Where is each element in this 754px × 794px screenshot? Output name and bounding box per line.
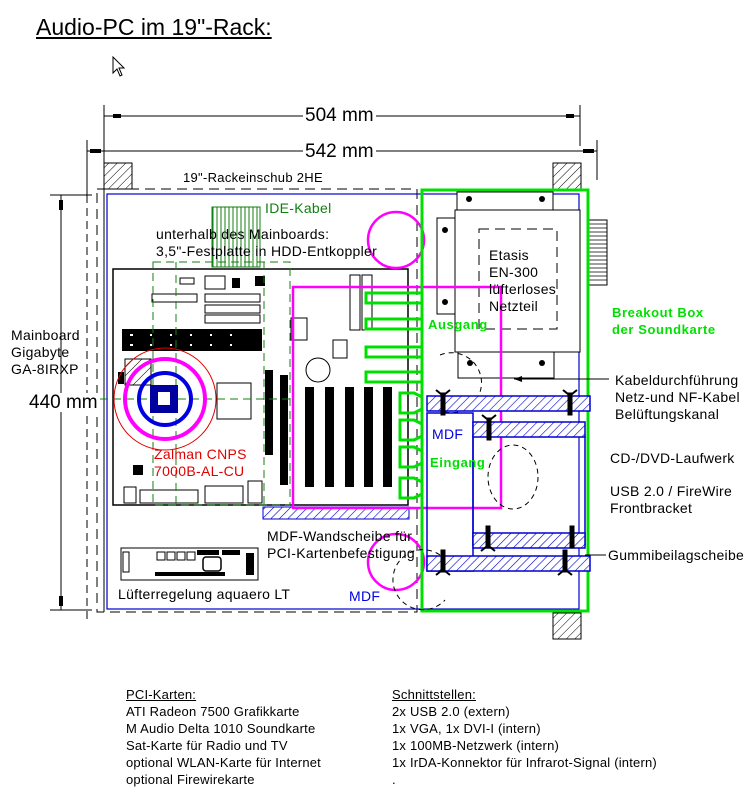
mdf-wall-label-line: PCI-Kartenbefestigung <box>267 545 415 561</box>
cooler-label-line: Zalman CNPS <box>154 446 247 462</box>
cable-pass-label-line: Kabeldurchführung <box>615 372 739 388</box>
psu-label-line: Etasis <box>489 247 529 263</box>
input-connectors <box>398 391 423 500</box>
mdf-bottom-label: MDF <box>349 588 381 604</box>
cable-pass-label-line: Netz-und NF-Kabel <box>615 389 740 405</box>
aquaero-board <box>120 547 259 581</box>
pci-cards-list: PCI-Karten: ATI Radeon 7500 Grafikkarte … <box>126 686 321 788</box>
psu-label-line: Netzteil <box>489 298 539 314</box>
psu-label-line: lüfterloses <box>489 281 557 297</box>
output-connectors <box>364 291 424 384</box>
interface-item: . <box>392 772 396 787</box>
psu-label: Etasis EN-300 lüfterloses Netzteil <box>489 247 556 315</box>
interfaces-heading: Schnittstellen: <box>392 687 476 702</box>
rubber-washer-label: Gummibeilagscheibe <box>608 547 745 563</box>
rack-drawer-label: 19"-Rackeinschub 2HE <box>183 170 323 185</box>
output-label: Ausgang <box>428 317 488 332</box>
psu-vent-grill <box>586 219 608 286</box>
dimension-440-label: 440 mm <box>27 392 100 413</box>
page-title: Audio-PC im 19"-Rack: <box>36 14 272 40</box>
dimension-504-label: 504 mm <box>303 105 376 126</box>
mdf-wall-label-line: MDF-Wandscheibe für <box>267 528 413 544</box>
ide-cable-label: IDE-Kabel <box>265 200 332 216</box>
interface-item: 1x VGA, 1x DVI-I (intern) <box>392 721 541 736</box>
fan-control-label: Lüfterregelung aquaero LT <box>118 586 291 602</box>
rack-ear-bottom-right <box>552 612 582 640</box>
mdf-wall <box>262 506 410 520</box>
mdf-rail-4 <box>426 555 591 572</box>
interface-item: 2x USB 2.0 (extern) <box>392 704 510 719</box>
mainboard-label: Mainboard Gigabyte GA-8IRXP <box>11 327 80 378</box>
mdf-rail-1 <box>426 395 591 412</box>
frontbracket-label: USB 2.0 / FireWire Frontbracket <box>610 483 732 517</box>
mouse-cursor-icon <box>112 56 126 77</box>
mainboard-label-line: Mainboard <box>11 327 80 343</box>
frontbracket-label-line: USB 2.0 / FireWire <box>610 483 733 499</box>
mdf-label: MDF <box>432 426 464 442</box>
input-label: Eingang <box>430 455 486 470</box>
pci-card-item: ATI Radeon 7500 Grafikkarte <box>126 704 300 719</box>
mainboard-label-line: GA-8IRXP <box>11 361 79 377</box>
psu-label-line: EN-300 <box>489 264 539 280</box>
wing-screws <box>435 389 578 576</box>
frontbracket-label-line: Frontbracket <box>610 500 693 516</box>
rack-ear-top-right <box>552 162 582 190</box>
dimension-542-label: 542 mm <box>303 141 376 162</box>
breakout-box-label: Breakout Box der Soundkarte <box>612 304 716 338</box>
hdd-note-line2: 3,5"-Festplatte in HDD-Entkoppler <box>156 243 378 259</box>
interfaces-list: Schnittstellen: 2x USB 2.0 (extern) 1x V… <box>392 686 657 788</box>
interface-item: 1x IrDA-Konnektor für Infrarot-Signal (i… <box>392 755 657 770</box>
cable-pass-label-line: Belüftungskanal <box>615 406 720 422</box>
mainboard-label-line: Gigabyte <box>11 344 70 360</box>
cooler-label: Zalman CNPS 7000B-AL-CU <box>154 446 247 480</box>
pci-card-item: Sat-Karte für Radio und TV <box>126 738 288 753</box>
magenta-circle-top <box>366 210 426 270</box>
mdf-rail-3 <box>472 532 586 549</box>
mdf-wall-label: MDF-Wandscheibe für PCI-Kartenbefestigun… <box>267 528 415 562</box>
drive-disc-outline <box>487 444 539 510</box>
cooler-outer-circle <box>113 347 217 451</box>
pci-card-item: optional Firewirekarte <box>126 772 255 787</box>
interface-item: 1x 100MB-Netzwerk (intern) <box>392 738 560 753</box>
pci-card-item: M Audio Delta 1010 Soundkarte <box>126 721 316 736</box>
mdf-rail-2 <box>472 421 586 438</box>
cooler-base-circle <box>137 371 193 427</box>
drive-label: CD-/DVD-Laufwerk <box>610 450 735 466</box>
rack-ear-top-left <box>103 162 133 190</box>
cooler-fan-circle <box>123 357 207 441</box>
pci-card-item: optional WLAN-Karte für Internet <box>126 755 321 770</box>
breakout-label-line: der Soundkarte <box>612 322 716 337</box>
cable-pass-label: Kabeldurchführung Netz-und NF-Kabel Belü… <box>615 372 740 423</box>
breakout-label-line: Breakout Box <box>612 305 704 320</box>
hdd-note-line1: unterhalb des Mainboards: <box>156 226 330 242</box>
cooler-label-line: 7000B-AL-CU <box>154 463 245 479</box>
pci-cards-heading: PCI-Karten: <box>126 687 197 702</box>
